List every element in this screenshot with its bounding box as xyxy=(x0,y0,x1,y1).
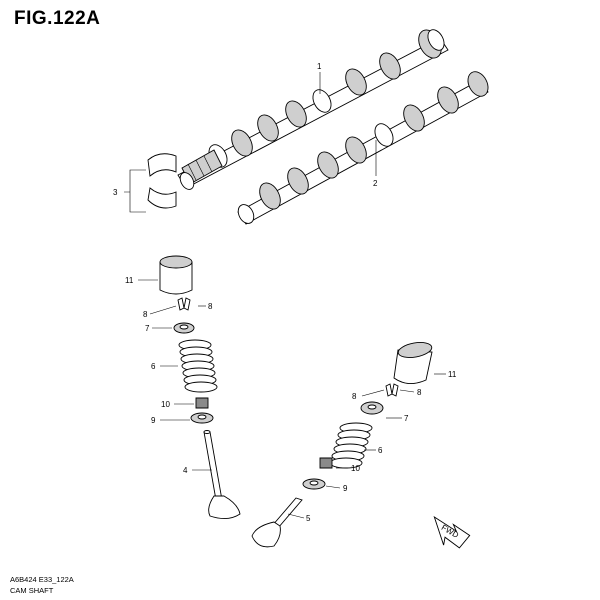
callout-3: 3 xyxy=(113,188,118,197)
callout-10-right: 10 xyxy=(351,464,360,473)
valve-stack-right xyxy=(251,342,433,548)
callout-8-right-a: 8 xyxy=(352,392,357,401)
fwd-arrow: FWD xyxy=(433,515,471,549)
figure-title: FIG.122A xyxy=(14,8,101,29)
callout-1: 1 xyxy=(317,62,322,71)
callout-5: 5 xyxy=(306,514,311,523)
valve-stack-left xyxy=(159,255,241,519)
callout-2: 2 xyxy=(373,179,378,188)
callout-7-right: 7 xyxy=(404,414,409,423)
callout-6-left: 6 xyxy=(151,362,156,371)
callout-11-left: 11 xyxy=(125,276,134,285)
camshaft-lower xyxy=(237,71,489,225)
callout-4: 4 xyxy=(183,466,188,475)
figure-caption: CAM SHAFT xyxy=(10,586,54,595)
callout-9-right: 9 xyxy=(343,484,348,493)
callout-8-right-b: 8 xyxy=(417,388,422,397)
leader-lines xyxy=(124,72,446,519)
callouts: 1 2 3 11 8 8 7 6 10 9 4 11 8 8 7 6 10 9 … xyxy=(113,62,457,523)
callout-10-left: 10 xyxy=(161,400,170,409)
figure-code: A6B424 E33_122A xyxy=(10,575,74,584)
callout-7-left: 7 xyxy=(145,324,150,333)
callout-8-left-b: 8 xyxy=(208,302,213,311)
callout-8-left-a: 8 xyxy=(143,310,148,319)
bearing-halves xyxy=(147,153,177,209)
callout-11-right: 11 xyxy=(448,370,457,379)
callout-9-left: 9 xyxy=(151,416,156,425)
callout-6-right: 6 xyxy=(378,446,383,455)
camshaft-upper xyxy=(177,29,449,190)
